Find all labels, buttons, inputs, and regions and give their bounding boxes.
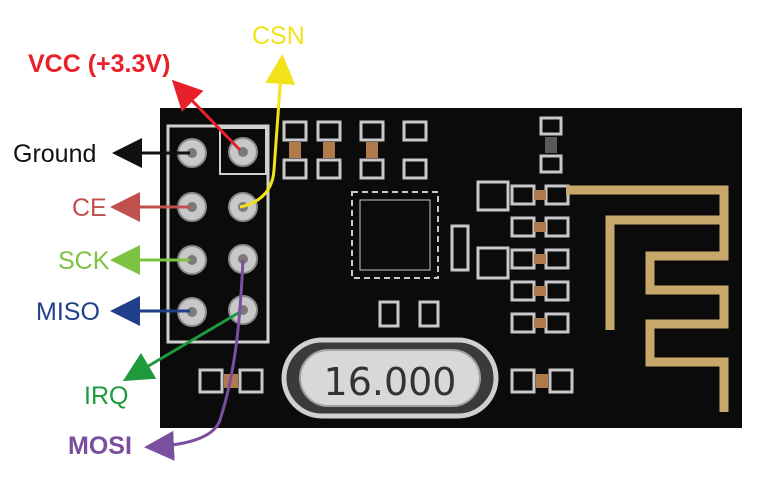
mosi-label: MOSI (68, 432, 132, 460)
pcb-antenna (566, 185, 729, 412)
ce-label: CE (72, 194, 107, 222)
pin-header-square-pad (219, 127, 267, 175)
top-passive-bodies (289, 137, 557, 158)
top-passive-components (282, 116, 563, 180)
miso-label: MISO (36, 298, 100, 326)
right-passive-bodies (534, 190, 546, 328)
pin-holes (187, 147, 248, 317)
ground-label: Ground (13, 140, 96, 168)
csn-callout-arrow (239, 54, 296, 209)
mosi-callout-arrow (144, 259, 245, 461)
vcc-label: VCC (+3.3V) (28, 50, 170, 78)
main-ic-chip (351, 191, 439, 279)
crystal-side-components (198, 368, 574, 394)
csn-label: CSN (252, 22, 305, 50)
vcc-callout-arrow (171, 79, 242, 152)
irq-label: IRQ (84, 382, 128, 410)
ic-bottom-pads (378, 300, 440, 328)
irq-callout-arrow (122, 310, 241, 382)
crystal-oscillator: 16.000 (281, 337, 499, 419)
pin-header-pads (177, 137, 258, 327)
sck-label: SCK (58, 247, 110, 275)
crystal-frequency-label: 16.000 (324, 360, 457, 404)
